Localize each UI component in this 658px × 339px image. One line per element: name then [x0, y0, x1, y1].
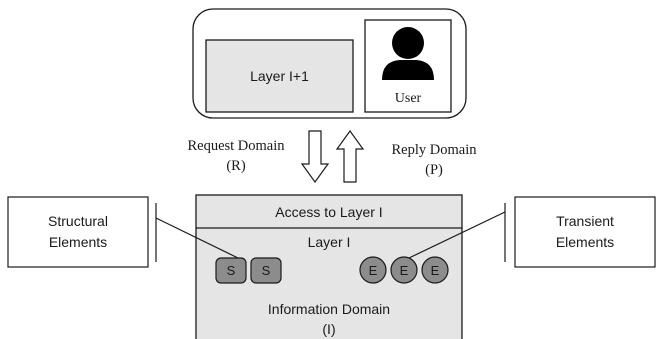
reply-domain-label: Reply Domain: [392, 142, 478, 158]
transient-callout-box: [514, 196, 656, 268]
access-label: Access to Layer I: [275, 204, 382, 220]
transient-element: [359, 256, 387, 284]
transient-callout-line1: Transient: [556, 213, 614, 229]
structural-element: [250, 257, 282, 284]
reply-arrow-icon: [335, 129, 365, 183]
structural-element-label: S: [262, 263, 271, 278]
transient-element-label: E: [400, 263, 409, 278]
transient-element: [390, 256, 418, 284]
transient-callout-line2: Elements: [556, 234, 614, 250]
structural-element-label: S: [227, 263, 236, 278]
structural-callout-line1: Structural: [48, 213, 108, 229]
layer-above-label: Layer I+1: [250, 68, 309, 84]
transient-callout-pointer: [408, 211, 506, 259]
transient-element: [421, 256, 449, 284]
request-arrow-icon: [300, 130, 330, 184]
reply-domain-symbol: (P): [425, 162, 443, 178]
structural-callout-box: [7, 196, 149, 268]
structural-callout-pointer: [155, 217, 239, 259]
transient-element-label: E: [431, 263, 440, 278]
transient-element-label: E: [369, 263, 378, 278]
user-icon: [382, 27, 434, 80]
structural-callout-line2: Elements: [49, 234, 107, 250]
request-domain-label: Request Domain: [187, 138, 285, 154]
information-domain-symbol: (I): [322, 321, 335, 337]
user-label: User: [395, 91, 422, 106]
request-domain-symbol: (R): [226, 158, 246, 174]
layer-above-box: [205, 39, 354, 113]
layer-label: Layer I: [308, 234, 351, 250]
information-domain-label: Information Domain: [268, 301, 390, 317]
structural-element: [215, 257, 247, 284]
